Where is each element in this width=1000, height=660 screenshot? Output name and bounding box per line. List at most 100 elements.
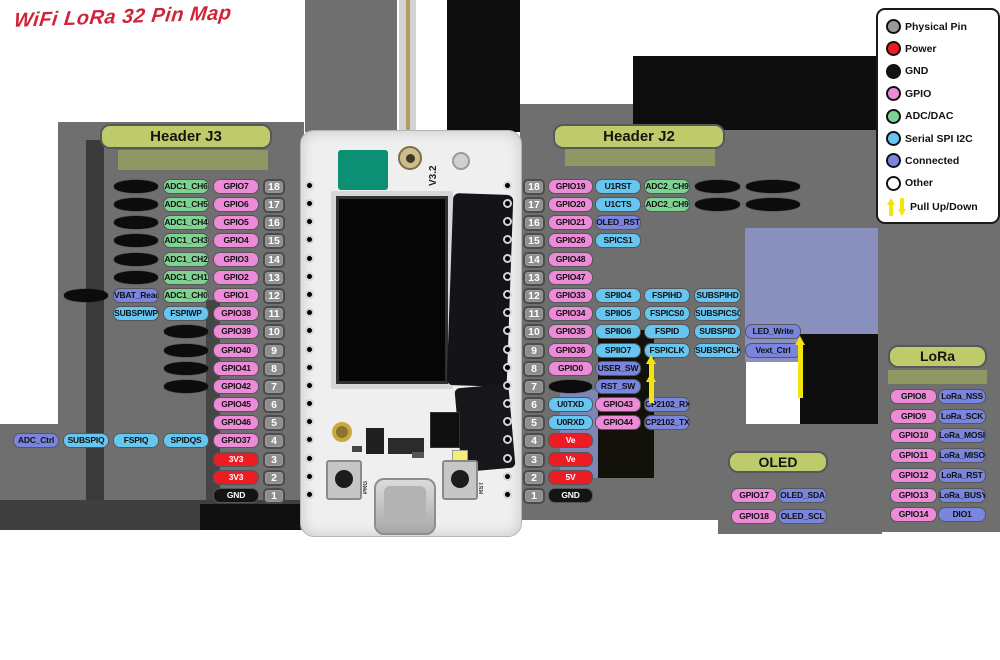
pin-label-gpio47: GPIO47 xyxy=(548,269,593,285)
ic-chip xyxy=(366,428,384,454)
pin-label-fspics0: FSPICS0 xyxy=(644,306,690,322)
pin-hole xyxy=(305,471,314,481)
pin-label-gpio11: GPIO11 xyxy=(890,448,937,464)
pin-label-gpio48: GPIO48 xyxy=(548,251,593,267)
pin-label-oled_sda: OLED_SDA xyxy=(778,488,827,503)
pin-label-u1rst: U1RST xyxy=(595,178,641,194)
pin-label-gpio10: GPIO10 xyxy=(890,428,937,444)
pin-label-gpio26: GPIO26 xyxy=(548,233,593,249)
pin-label-gpio0: GPIO0 xyxy=(548,360,593,376)
pin-label-subspics0: SUBSPICS0 xyxy=(694,306,741,322)
pin-hole xyxy=(305,199,314,209)
pin-hole xyxy=(503,271,512,281)
pin-hole xyxy=(503,253,512,263)
arrow-tail xyxy=(648,381,654,403)
pin-label-gpio43: GPIO43 xyxy=(595,397,641,413)
pin-label-lora_nss: LoRa_NSS xyxy=(938,389,986,404)
legend-label: Power xyxy=(905,42,937,55)
pin-label-gpio33: GPIO33 xyxy=(548,288,593,304)
pin-label-cp2102_tx: CP2102_TX xyxy=(644,415,690,431)
pin-number: 16 xyxy=(523,215,545,232)
pin-number: 4 xyxy=(523,433,545,450)
other-swatch-icon xyxy=(886,175,901,191)
pin-number: 13 xyxy=(263,269,285,286)
pin-label-adc1_ch0: ADC1_CH0 xyxy=(163,288,209,304)
pin-number: 14 xyxy=(523,251,545,268)
pin-label-fspiclk: FSPICLK xyxy=(644,342,690,358)
pin-label-user_sw: USER_SW xyxy=(595,360,641,376)
pin-number: 17 xyxy=(263,197,285,214)
pin-label-spiio7: SPIIO7 xyxy=(595,342,641,358)
screw-hole xyxy=(452,152,470,170)
arrow-head xyxy=(897,209,906,217)
pin-label-adc1_ch5: ADC1_CH5 xyxy=(163,197,209,213)
pin-number: 9 xyxy=(523,342,545,359)
redacted-pin-label xyxy=(164,361,208,375)
pin-label-gpio37: GPIO37 xyxy=(213,433,259,449)
pin-label-gpio42: GPIO42 xyxy=(213,378,259,394)
redacted-pin-label xyxy=(695,198,740,212)
redacted-pin-label xyxy=(164,343,208,357)
legend-item: Power xyxy=(886,41,937,57)
pin-label-subspiwp: SUBSPIWP xyxy=(113,306,159,322)
header-j2-title: Header J2 xyxy=(553,124,725,149)
pin-label-subspihd: SUBSPIHD xyxy=(694,288,741,304)
pin-label-gpio9: GPIO9 xyxy=(890,408,937,424)
pin-label-gpio2: GPIO2 xyxy=(213,269,259,285)
pin-label-spics1: SPICS1 xyxy=(595,233,641,249)
arrow-head xyxy=(886,198,895,206)
pin-number: 13 xyxy=(523,269,545,286)
pin-label-gpio17: GPIO17 xyxy=(731,488,777,503)
pin-hole xyxy=(305,271,314,281)
redacted-pin-label xyxy=(695,179,740,193)
pin-label-adc_ctrl: ADC_Ctrl xyxy=(13,433,59,449)
pin-label-gpio40: GPIO40 xyxy=(213,342,259,358)
pin-number: 12 xyxy=(263,288,285,305)
pin-label-spiio5: SPIIO5 xyxy=(595,306,641,322)
pin-hole xyxy=(503,180,512,190)
pin-number: 17 xyxy=(523,197,545,214)
legend-item: ADC/DAC xyxy=(886,108,953,124)
legend-label: Physical Pin xyxy=(905,20,967,33)
pin-label-lora_sck: LoRa_SCK xyxy=(938,408,986,424)
pin-number: 8 xyxy=(523,360,545,377)
pin-hole xyxy=(305,253,314,263)
header-shadow-band xyxy=(888,370,987,384)
prg-button-label: PRG xyxy=(363,480,369,494)
pin-number: 6 xyxy=(523,397,545,414)
pin-hole xyxy=(305,180,314,190)
pin-number: 10 xyxy=(523,324,545,341)
pin-number: 18 xyxy=(263,178,285,195)
redacted-pin-label xyxy=(746,179,800,193)
rst-button-cap xyxy=(451,470,469,488)
pin-hole xyxy=(503,417,512,427)
legend-item: Serial SPI I2C xyxy=(886,131,973,146)
oled-section-title: OLED xyxy=(728,451,828,473)
pin-hole xyxy=(305,217,314,227)
pin-number: 3 xyxy=(263,451,285,468)
pin-number: 14 xyxy=(263,251,285,268)
redacted-pin-label xyxy=(114,252,158,266)
pin-hole xyxy=(305,435,314,445)
pin-hole xyxy=(503,290,512,300)
pin-label-lora_mosi: LoRa_MOSI xyxy=(938,428,986,444)
pin-label-lora_rst: LoRa_RST xyxy=(938,467,986,483)
pin-number: 8 xyxy=(263,360,285,377)
pin-label-spidqs: SPIDQS xyxy=(163,433,209,449)
prg-button-cap xyxy=(335,470,353,488)
usb-c-opening xyxy=(384,486,426,524)
pin-label-fspihd: FSPIHD xyxy=(644,288,690,304)
pin-label-gpio7: GPIO7 xyxy=(213,178,259,194)
pin-label-fspiq: FSPIQ xyxy=(113,433,159,449)
pin-label-lora_miso: LoRa_MISO xyxy=(938,448,986,464)
pin-label-5v: 5V xyxy=(548,469,593,485)
pin-label-gpio8: GPIO8 xyxy=(890,389,937,404)
pin-label-u0rxd: U0RXD xyxy=(548,415,593,431)
pin-label-gpio20: GPIO20 xyxy=(548,197,593,213)
pin-hole xyxy=(305,308,314,318)
pin-hole xyxy=(305,290,314,300)
pin-label-dio1: DIO1 xyxy=(938,507,986,523)
pin-label-gpio6: GPIO6 xyxy=(213,197,259,213)
pin-hole xyxy=(305,453,314,463)
